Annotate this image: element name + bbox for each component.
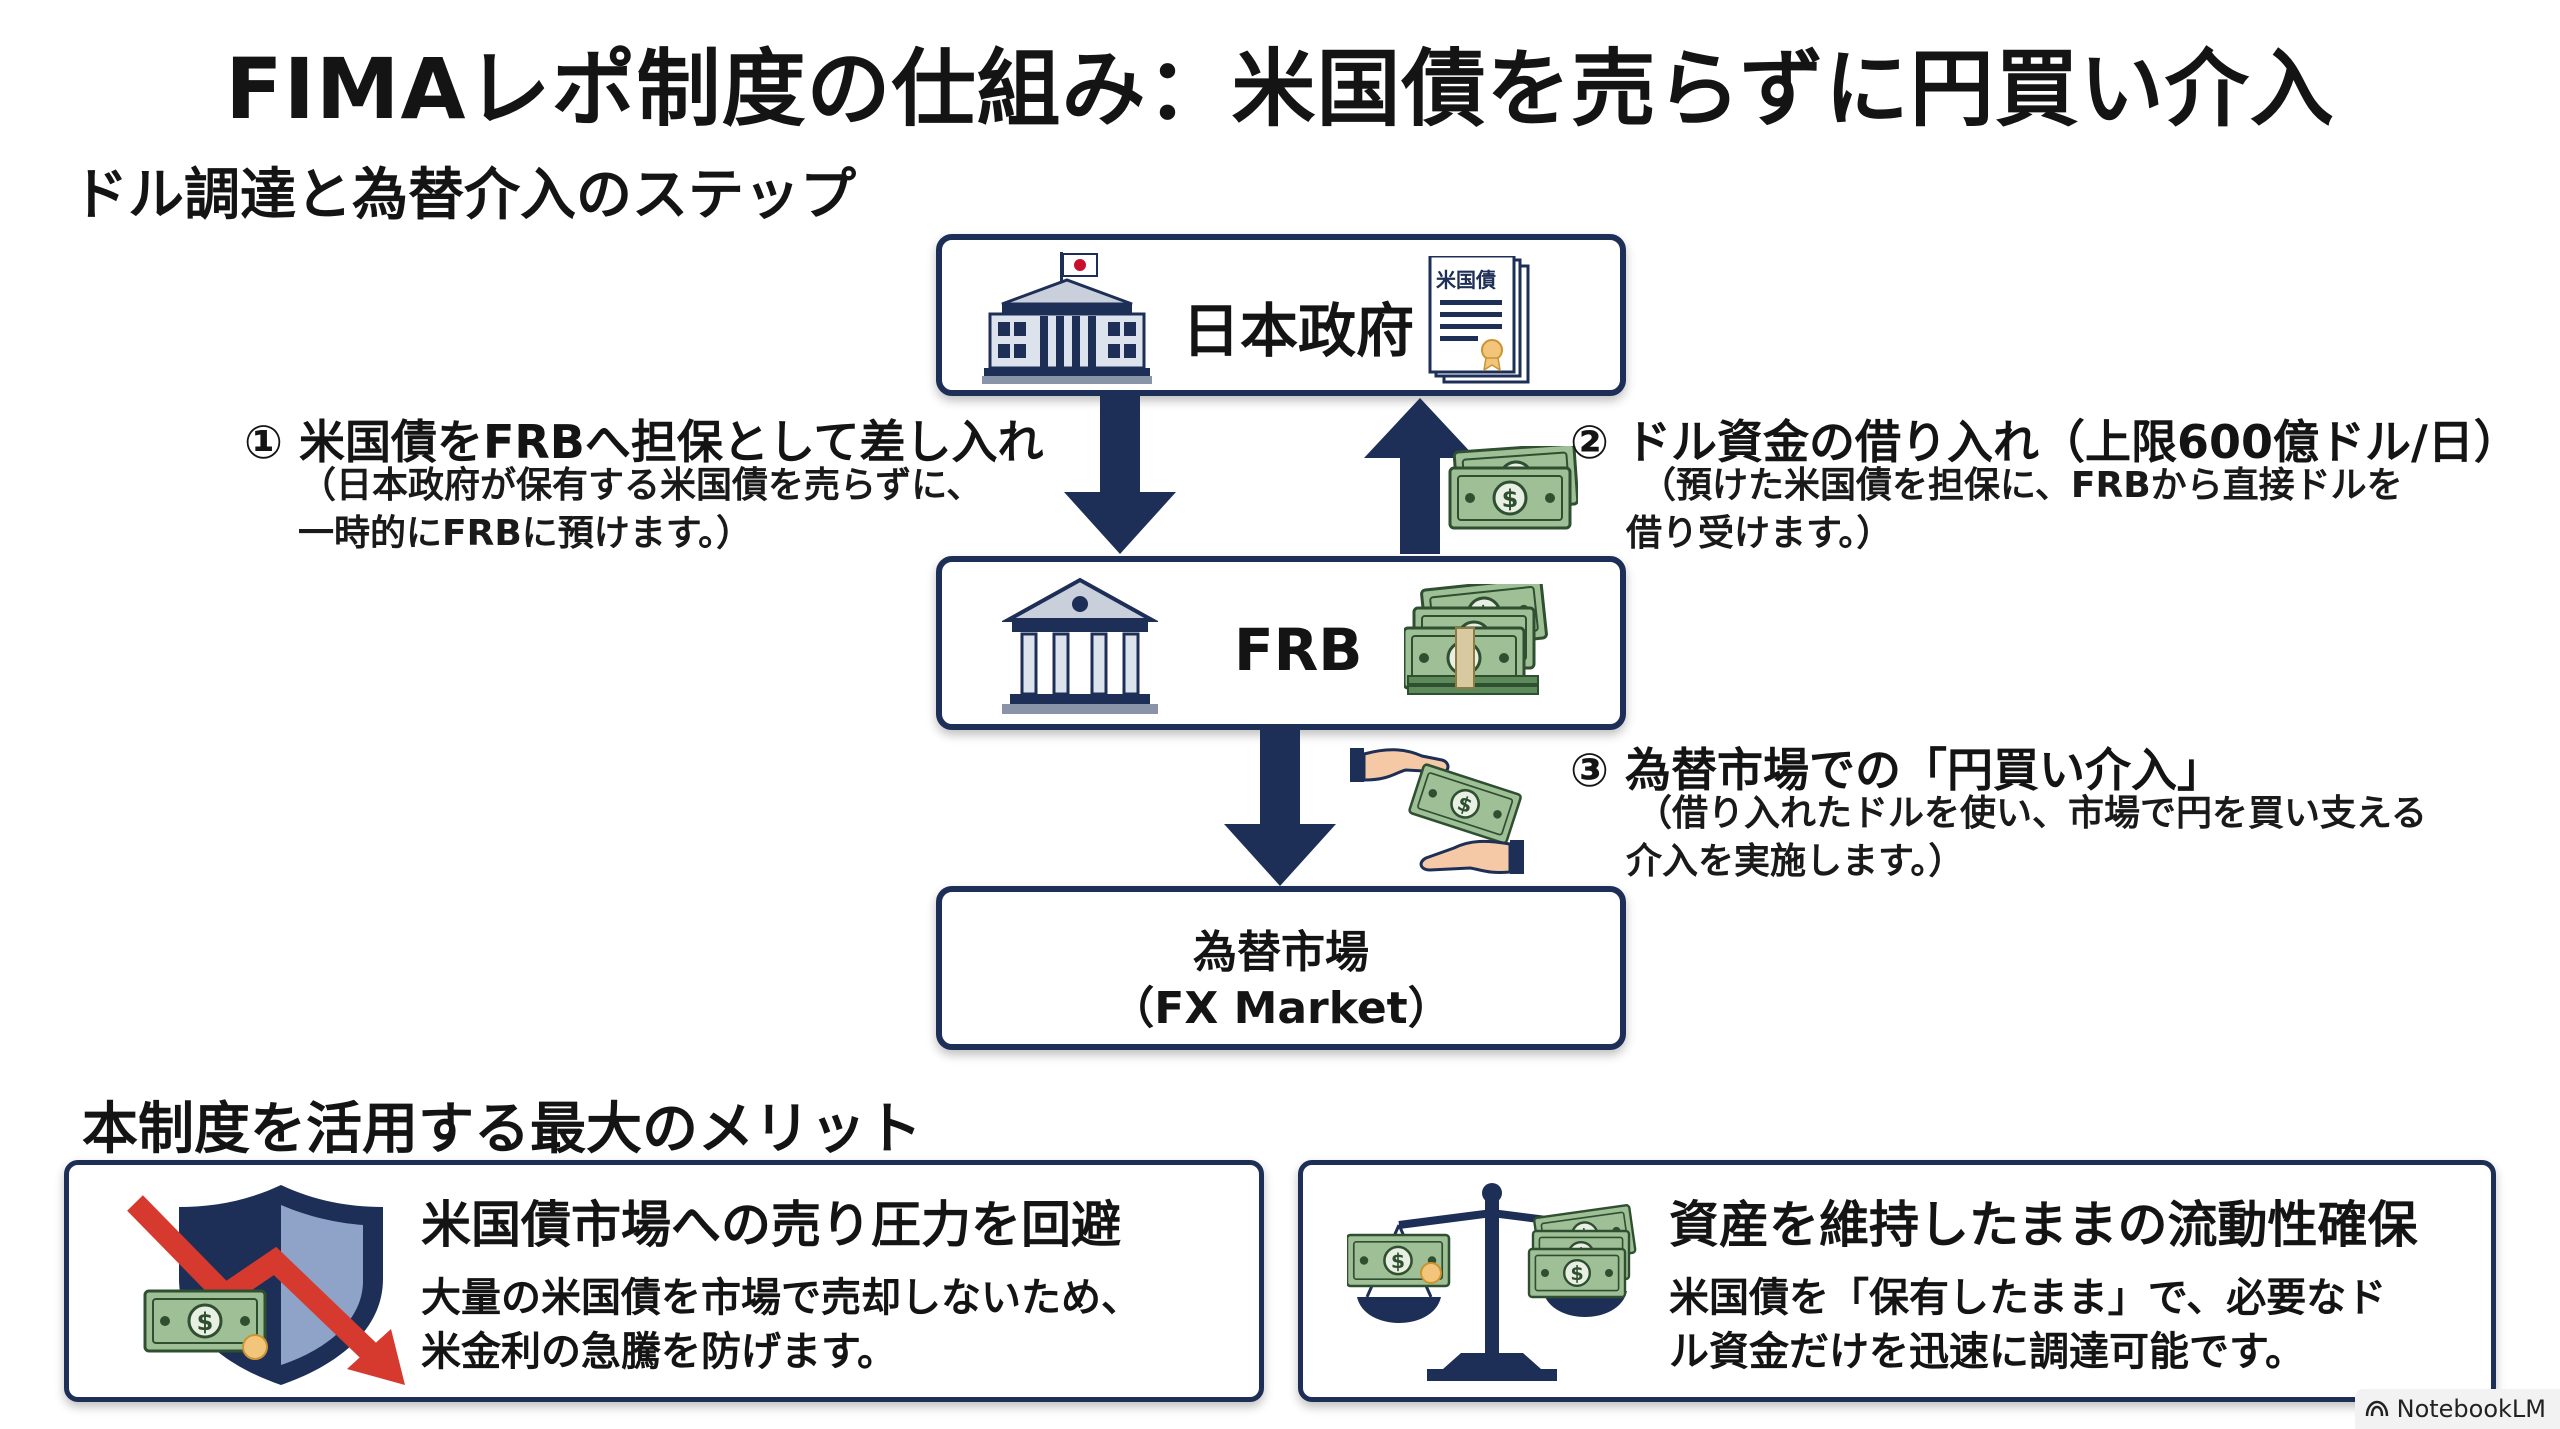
government-node: 日本政府 米国債 [936, 234, 1626, 396]
frb-node: FRB [936, 556, 1626, 730]
merit-1-title: 米国債市場への売り圧力を回避 [421, 1196, 1121, 1254]
step-1-desc-line1: （日本政府が保有する米国債を売らずに、 [300, 465, 983, 506]
merit-2-title: 資産を維持したままの流動性確保 [1669, 1196, 2418, 1254]
merit-2-desc-line1: 米国債を「保有したまま」で、必要なド [1669, 1275, 2387, 1321]
government-building-icon [982, 252, 1152, 384]
hand-exchange-icon [1350, 748, 1524, 874]
page-title: FIMAレポ制度の仕組み：米国債を売らずに円買い介入 [225, 40, 2335, 138]
fx-market-label: 為替市場 [1193, 927, 1369, 978]
notebooklm-logo-icon [2365, 1400, 2388, 1417]
merit-card-2: 資産を維持したままの流動性確保 米国債を「保有したまま」で、必要なド ル資金だけ… [1298, 1160, 2496, 1402]
frb-label: FRB [1234, 616, 1363, 684]
intervention-down-arrow [1224, 730, 1336, 886]
merit-1-desc-line2: 米金利の急騰を防げます。 [421, 1329, 897, 1375]
steps-heading: ドル調達と為替介入のステップ [72, 163, 856, 228]
fx-market-sublabel: （FX Market） [1110, 983, 1452, 1034]
balance-scale-icon [1347, 1183, 1637, 1381]
bank-building-icon [1002, 577, 1158, 714]
money-stack-icon [1404, 584, 1549, 695]
watermark-text: NotebookLM [2396, 1395, 2546, 1423]
notebooklm-watermark: NotebookLM [2354, 1389, 2560, 1429]
dollar-funding-up-arrow [1364, 398, 1476, 554]
step-1-title: ① 米国債をFRBへ担保として差し入れ [244, 415, 1044, 469]
fx-market-node: 為替市場 （FX Market） [936, 886, 1626, 1050]
government-label: 日本政府 [1182, 297, 1415, 365]
merits-heading: 本制度を活用する最大のメリット [82, 1097, 922, 1162]
merit-2-desc-line2: ル資金だけを迅速に調達可能です。 [1669, 1329, 2305, 1375]
step-1-desc-line2: 一時的にFRBに預けます。） [298, 513, 753, 554]
step-3-desc-line2: 介入を実施します。） [1626, 841, 1965, 882]
step-2-desc-line1: （預けた米国債を担保に、FRBから直接ドルを [1640, 465, 2403, 506]
merit-card-1: 米国債市場への売り圧力を回避 大量の米国債を市場で売却しないため、 米金利の急騰… [64, 1160, 1264, 1402]
shield-down-arrow-icon [127, 1185, 405, 1385]
step-3-title: ③ 為替市場での「円買い介入」 [1570, 743, 2223, 797]
collateral-down-arrow [1064, 396, 1176, 554]
merit-1-desc-line1: 大量の米国債を市場で売却しないため、 [421, 1275, 1141, 1321]
step-3-desc-line1: （借り入れたドルを使い、市場で円を買い支える [1636, 793, 2427, 834]
dollar-bill-icon [1448, 446, 1578, 530]
step-2-title: ② ドル資金の借り入れ（上限600億ドル/日） [1570, 415, 2520, 469]
treasury-document-icon: 米国債 [1428, 256, 1538, 386]
step-2-desc-line2: 借り受けます。） [1626, 513, 1893, 554]
treasury-document-label: 米国債 [1436, 268, 1496, 292]
